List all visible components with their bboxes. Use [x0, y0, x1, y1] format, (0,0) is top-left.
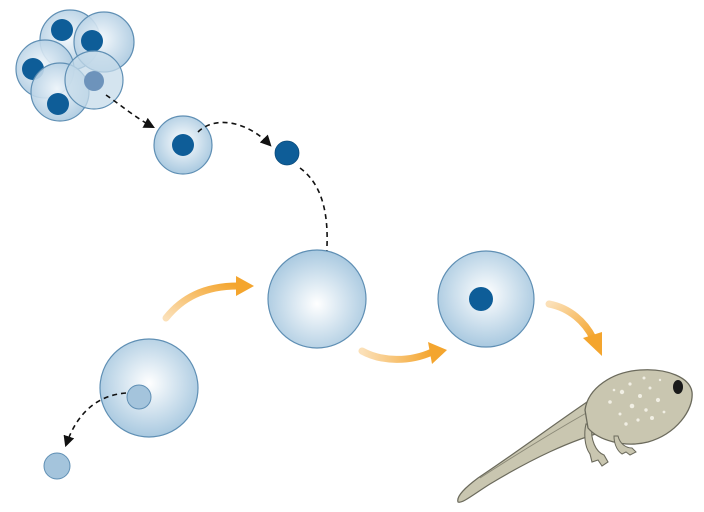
enucleated-egg [267, 249, 367, 349]
isolated-donor-cell [153, 115, 213, 175]
orange-arrow-1 [162, 276, 254, 322]
dashed-arrow-cluster-to-cell [105, 94, 155, 129]
tadpole-spots [608, 376, 666, 426]
tadpole-eye [673, 380, 683, 394]
egg-nucleus [126, 384, 152, 410]
orange-arrow-3 [545, 300, 602, 356]
reconstructed-egg [437, 250, 535, 348]
donor-cell-cluster [15, 9, 135, 122]
egg-cell-with-nucleus [99, 338, 199, 438]
transplanted-nucleus [469, 287, 493, 311]
cluster-cell-selected [64, 50, 124, 110]
removed-egg-nucleus [43, 452, 71, 480]
orange-arrow-2 [358, 342, 447, 364]
dashed-arrow-nucleus-removal [63, 392, 127, 448]
tadpole-icon [457, 369, 693, 503]
donor-nucleus [274, 140, 300, 166]
